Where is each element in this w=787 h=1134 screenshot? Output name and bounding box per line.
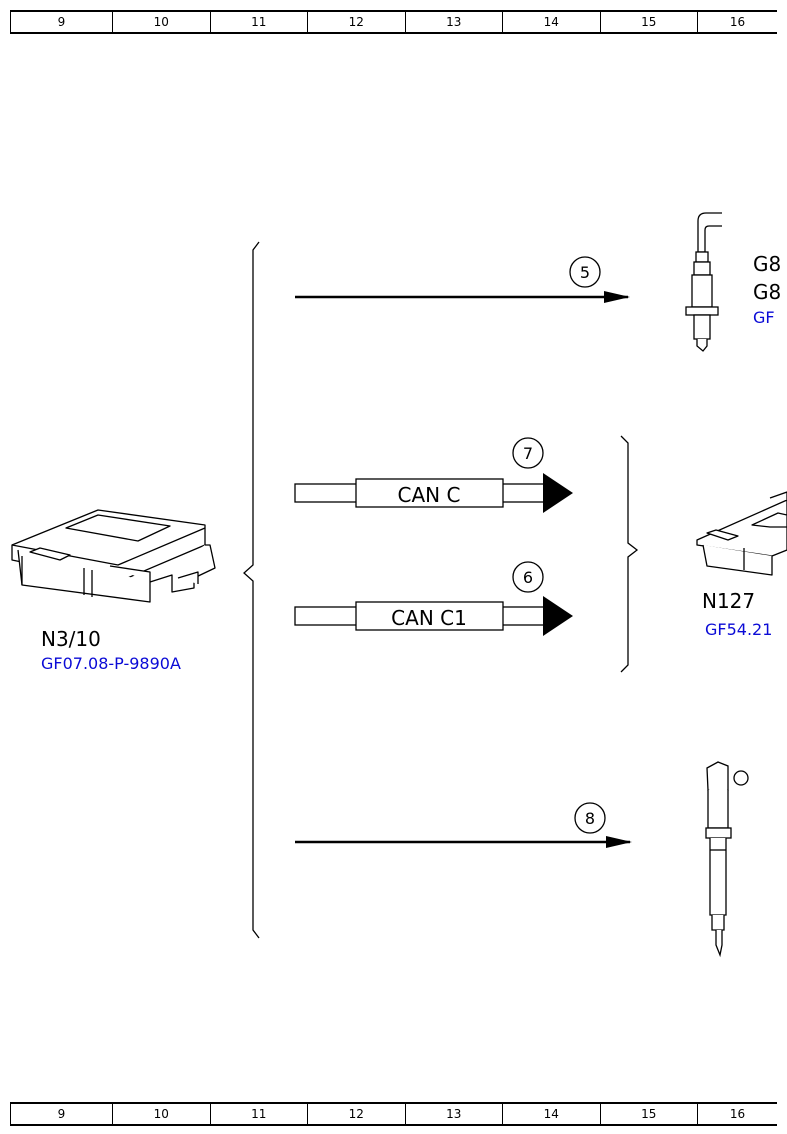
ruler-cell: 10 (112, 1104, 210, 1124)
control-unit-n3-10-drawing (11, 509, 216, 603)
signal-circle-8 (574, 802, 606, 834)
sensor-g8-drawing (685, 212, 722, 352)
can-c-arrow (294, 473, 573, 513)
ruler-cell: 14 (502, 1104, 600, 1124)
can-c1-arrow (294, 596, 573, 636)
ruler-cell: 13 (404, 12, 503, 32)
component-label-g8-2: G8 (753, 280, 782, 304)
component-ref-n3-10[interactable]: GF07.08-P-9890A (41, 654, 181, 673)
component-ref-n127[interactable]: GF54.21 (705, 620, 773, 639)
component-label-g8-1: G8 (753, 252, 782, 276)
injector-drawing (705, 761, 749, 958)
ruler-cell: 14 (502, 12, 600, 32)
column-ruler-top: 9 10 11 12 13 14 15 16 (10, 10, 777, 34)
bracket-right (620, 435, 639, 673)
signal-circle-6 (512, 561, 544, 593)
control-unit-n127-drawing (696, 491, 787, 576)
component-ref-g8[interactable]: GF (753, 308, 775, 327)
ruler-cell: 9 (10, 12, 112, 32)
ruler-cell: 16 (697, 1104, 777, 1124)
ruler-cell: 16 (697, 12, 777, 32)
ruler-cell: 11 (209, 1104, 308, 1124)
signal-number-5: 5 (580, 263, 590, 282)
signal-number-8: 8 (585, 809, 595, 828)
signal-number-7: 7 (523, 444, 533, 463)
component-label-n127: N127 (702, 589, 756, 613)
ruler-cell: 13 (404, 1104, 503, 1124)
ruler-cell: 15 (599, 12, 698, 32)
signal-circle-7 (512, 437, 544, 469)
column-ruler-bottom: 9 10 11 12 13 14 15 16 (10, 1102, 777, 1126)
signal-circle-5 (569, 256, 601, 288)
component-label-n3-10: N3/10 (41, 627, 101, 651)
ruler-cell: 9 (10, 1104, 112, 1124)
can-c1-label: CAN C1 (391, 606, 467, 630)
ruler-cell: 15 (599, 1104, 698, 1124)
ruler-cell: 10 (112, 12, 210, 32)
signal-number-6: 6 (523, 568, 533, 587)
ruler-cell: 12 (307, 1104, 405, 1124)
bracket-left (243, 241, 260, 939)
ruler-cell: 11 (209, 12, 308, 32)
can-c-label: CAN C (398, 483, 461, 507)
ruler-cell: 12 (307, 12, 405, 32)
